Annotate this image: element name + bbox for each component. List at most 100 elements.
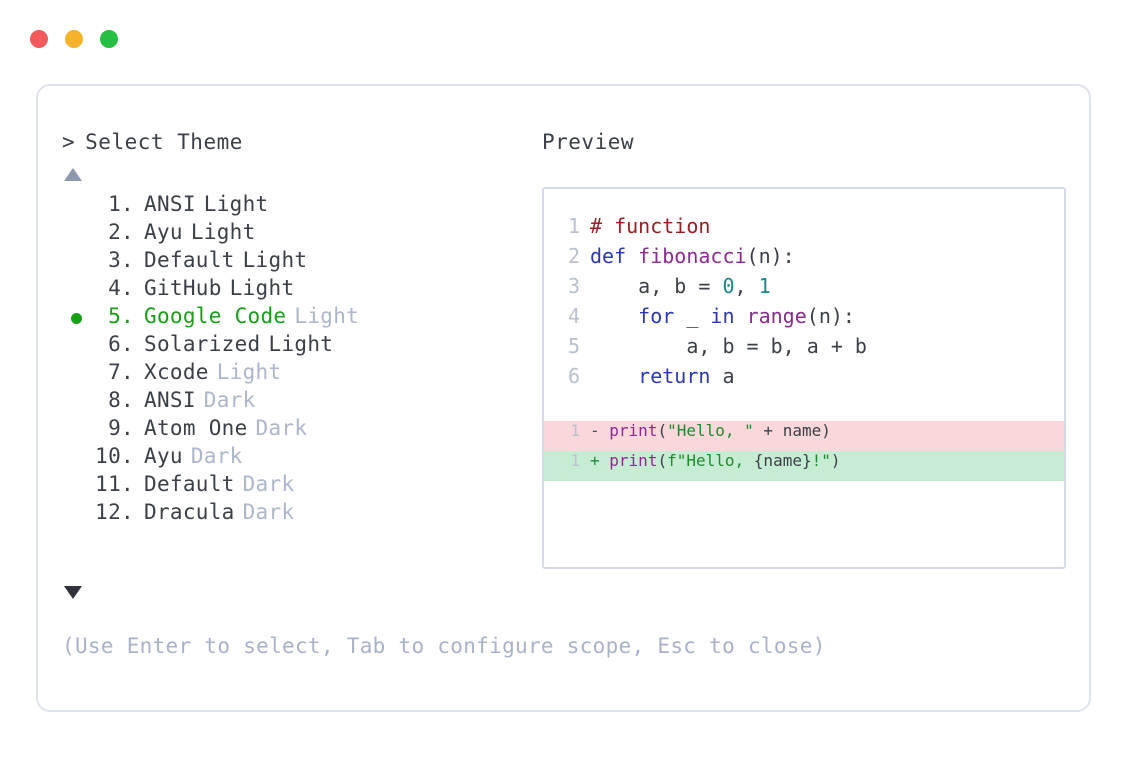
code-token-keyword: in <box>710 304 735 328</box>
code-token-punct: (n): <box>746 244 795 268</box>
close-button[interactable] <box>30 30 48 48</box>
code-token-plain <box>600 451 610 470</box>
line-number: 2 <box>567 244 580 268</box>
triangle-up-icon <box>64 167 82 181</box>
theme-variant: Light <box>190 220 256 244</box>
code-line: 6 return a <box>544 361 1064 391</box>
theme-variant: Light <box>216 360 282 384</box>
theme-list-item[interactable]: 11. Default Dark <box>62 472 532 500</box>
theme-name: Solarized <box>144 332 261 356</box>
line-number: 1 <box>570 421 580 440</box>
code-token-punct: ( <box>657 421 668 440</box>
theme-index: 9. <box>108 416 134 440</box>
page-title: Select Theme <box>85 130 243 154</box>
line-number: 4 <box>567 304 580 328</box>
code-token-number: 1 <box>758 274 771 298</box>
line-number: 1 <box>570 451 580 470</box>
theme-index: 8. <box>108 388 134 412</box>
code-token-comment: # function <box>590 214 711 238</box>
minimize-button[interactable] <box>65 30 83 48</box>
code-token-keyword: for <box>638 304 675 328</box>
code-token-plain <box>600 421 610 440</box>
theme-index: 7. <box>108 360 134 384</box>
diff-line-text: print(f"Hello, {name}!") <box>600 451 841 470</box>
selection-bullet-slot <box>62 312 90 324</box>
scroll-up-indicator[interactable] <box>62 160 532 188</box>
code-line-text: return a <box>590 361 734 391</box>
theme-variant: Dark <box>203 388 256 412</box>
theme-index: 4. <box>108 276 134 300</box>
theme-index: 1. <box>108 192 134 216</box>
code-token-string: f"Hello, <box>667 451 754 470</box>
code-line: 2 def fibonacci(n): <box>544 241 1064 271</box>
theme-list-item[interactable]: 6. Solarized Light <box>62 332 532 360</box>
prompt-caret-icon: > <box>62 130 76 154</box>
code-token-func: fibonacci <box>638 244 747 268</box>
theme-name: Default <box>144 248 235 272</box>
code-line-text: def fibonacci(n): <box>590 241 795 271</box>
code-line-text: for _ in range(n): <box>590 301 855 331</box>
code-token-plain: , <box>734 274 759 298</box>
code-token-punct: (n): <box>806 304 855 328</box>
theme-variant: Light <box>294 304 360 328</box>
theme-name: Atom One <box>144 416 248 440</box>
theme-index: 10. <box>95 444 134 468</box>
code-token-plain: {name} <box>753 451 812 470</box>
theme-list-item[interactable]: 9. Atom One Dark <box>62 416 532 444</box>
theme-name: Ayu <box>144 220 183 244</box>
theme-index: 5. <box>108 304 134 328</box>
code-token-func: print <box>609 421 658 440</box>
theme-name: ANSI <box>144 192 196 216</box>
code-token-number: 0 <box>722 274 735 298</box>
scroll-down-indicator[interactable] <box>64 578 82 606</box>
theme-index: 6. <box>108 332 134 356</box>
maximize-button[interactable] <box>100 30 118 48</box>
theme-index: 11. <box>95 472 134 496</box>
theme-variant: Dark <box>255 416 308 440</box>
theme-name: Default <box>144 472 235 496</box>
code-line-text: # function <box>590 211 710 241</box>
prompt-row: > Select Theme <box>62 130 532 160</box>
line-number: 3 <box>567 274 580 298</box>
theme-list-item[interactable]: 4. GitHub Light <box>62 276 532 304</box>
theme-variant: Light <box>242 248 308 272</box>
code-token-plain: a, b = b, a + b <box>590 334 867 358</box>
theme-variant: Dark <box>190 444 243 468</box>
theme-variant: Dark <box>242 472 295 496</box>
keyboard-hint: (Use Enter to select, Tab to configure s… <box>62 634 826 658</box>
diff-line-text: print("Hello, " + name) <box>600 421 831 440</box>
code-token-plain: a, b = <box>590 274 723 298</box>
code-line-text: a, b = b, a + b <box>590 331 867 361</box>
theme-name: Google Code <box>144 304 287 328</box>
theme-name: Xcode <box>144 360 209 384</box>
code-line: 1 # function <box>544 211 1064 241</box>
theme-list-item[interactable]: 7. Xcode Light <box>62 360 532 388</box>
theme-variant: Light <box>229 276 295 300</box>
code-token-punct: ) <box>830 451 841 470</box>
code-token-keyword: return <box>638 364 711 388</box>
code-token-plain <box>735 304 747 328</box>
theme-name: GitHub <box>144 276 222 300</box>
line-number: 5 <box>567 334 580 358</box>
diff-marker: - <box>590 421 600 440</box>
code-token-punct: ( <box>657 451 668 470</box>
window-traffic-lights <box>30 30 118 48</box>
code-spacer <box>544 391 1064 421</box>
theme-list-item[interactable]: 5. Google Code Light <box>62 304 532 332</box>
theme-index: 12. <box>95 500 134 524</box>
line-number: 1 <box>567 214 580 238</box>
code-token-keyword: def <box>590 244 639 268</box>
code-token-func: range <box>746 304 807 328</box>
theme-variant: Light <box>268 332 334 356</box>
